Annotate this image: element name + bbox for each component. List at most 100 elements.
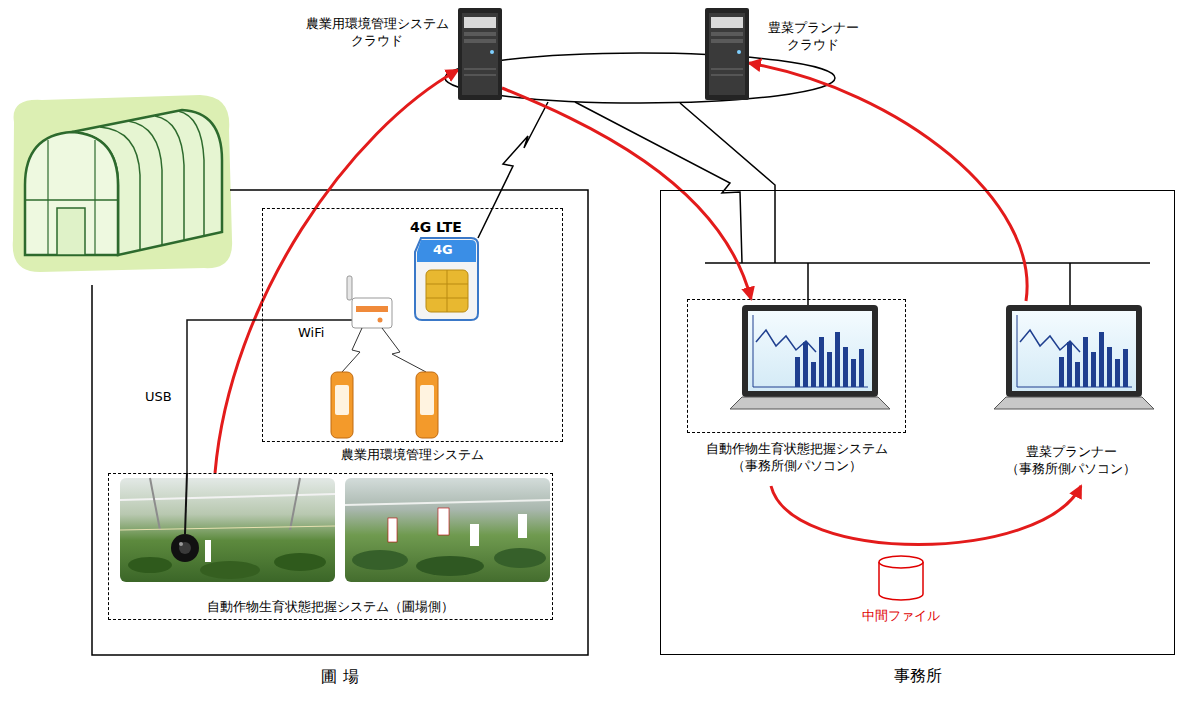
lte-link (478, 102, 548, 238)
server-icon (490, 50, 494, 54)
laptop-icon (819, 337, 824, 387)
server-icon (464, 17, 496, 28)
laptop-icon (843, 347, 848, 387)
server-icon (705, 8, 749, 100)
gateway-device (356, 306, 388, 312)
laptop-icon (730, 397, 890, 409)
sensor-icon (331, 372, 353, 438)
field-photo (179, 542, 183, 546)
dashed-frame (687, 299, 906, 433)
node-label: 圃 場 (92, 667, 588, 688)
laptop-icon (859, 349, 864, 387)
part-label: WiFi (298, 325, 324, 342)
field-photo (205, 540, 211, 562)
laptop-icon (811, 362, 816, 387)
greenhouse-icon (178, 111, 204, 236)
sensor-icon (416, 372, 438, 438)
gateway-device (262, 319, 352, 321)
server-icon (462, 13, 498, 95)
field-area: 圃 場農業用環境管理システム自動作物生育状態把握システム（圃場側） (92, 190, 588, 655)
server-icon (709, 13, 745, 95)
server-icon (705, 8, 749, 100)
data-flow-arrow (215, 70, 458, 473)
server-icon (711, 68, 743, 70)
node-label: 農業用環境管理システム (263, 447, 562, 464)
dashed-group: 自動作物生育状態把握システム（圃場側） (108, 473, 553, 620)
field-photo (290, 478, 300, 530)
greenhouse-icon (25, 132, 118, 255)
field-photo (416, 556, 484, 576)
sim-badge-text: 4G (433, 242, 453, 259)
field-photo (352, 550, 408, 570)
laptop-icon (835, 332, 840, 387)
server-icon (464, 74, 496, 76)
server-icon (737, 50, 741, 54)
greenhouse-icon (100, 127, 140, 250)
field-photo (345, 478, 550, 582)
server-icon (711, 17, 743, 28)
node-label: 自動作物生育状態把握システム （事務所側パソコン） (687, 441, 906, 475)
usb-cable (187, 320, 262, 473)
node-label: 豊菜プランナー （事務所側パソコン） (996, 444, 1146, 478)
laptop-icon (803, 342, 808, 387)
field-photo (120, 473, 335, 582)
laptop-icon (827, 352, 832, 387)
greenhouse-icon (13, 95, 232, 272)
field-photo (120, 526, 335, 530)
network-ring (445, 53, 835, 103)
laptop-icon (795, 357, 800, 387)
server-icon (464, 32, 496, 36)
laptop-icon (748, 311, 872, 391)
field-outline (92, 190, 588, 655)
greenhouse-icon (155, 116, 184, 240)
server-icon (711, 32, 743, 36)
server-icon (711, 39, 743, 43)
gateway-device (382, 328, 426, 372)
sim-card-icon (415, 238, 478, 320)
field-photo (185, 473, 187, 534)
field-photo (345, 478, 550, 582)
node-label: 中間ファイル (859, 608, 943, 625)
part-label: 4G LTE (410, 218, 462, 236)
cloud-server: 豊菜プランナー クラウド (705, 8, 749, 100)
node-label: 自動作物生育状態把握システム（圃場側） (109, 599, 552, 616)
node-label: 事務所 (661, 666, 1174, 687)
field-photo (150, 478, 160, 530)
field-photo (179, 542, 191, 554)
greenhouse-icon (94, 140, 95, 255)
field-photo (120, 478, 335, 582)
greenhouse-icon (128, 121, 162, 245)
field-photo (128, 557, 172, 573)
node-label: 豊菜プランナー クラウド (761, 20, 865, 54)
field-photo (518, 514, 527, 538)
laptop-icon (994, 305, 1154, 409)
cloud-server: 農業用環境管理システム クラウド (458, 8, 502, 100)
sim-card-icon (415, 238, 478, 320)
sim-card-icon (417, 240, 476, 262)
wan-link (575, 102, 742, 263)
field-photo (171, 534, 199, 562)
sim-card-icon (447, 270, 448, 312)
server-icon (464, 68, 496, 70)
wan-link (680, 103, 775, 263)
sensor-icon (331, 372, 438, 438)
laptop-icon (851, 359, 856, 387)
data-flow-arrow (749, 63, 1027, 301)
server-icon (711, 74, 743, 76)
gateway-device (347, 276, 352, 300)
laptop-icon (730, 305, 890, 409)
node-label: 農業用環境管理システム クラウド (302, 16, 452, 50)
sim-card-icon (426, 270, 468, 312)
field-photo (274, 553, 326, 571)
gateway-device (342, 328, 362, 372)
gateway-device (352, 298, 392, 328)
greenhouse-icon (57, 208, 85, 255)
data-flow-arrow (771, 486, 1081, 545)
field-photo (345, 500, 550, 505)
greenhouse-icon (47, 140, 48, 255)
sensor-icon (420, 385, 434, 415)
field-photo (494, 548, 546, 568)
greenhouse-icon (72, 110, 222, 255)
